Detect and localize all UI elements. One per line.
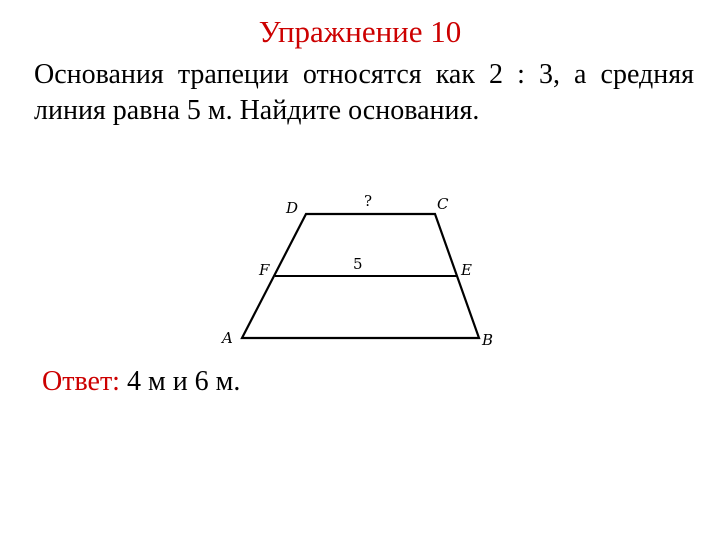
- answer-value: 4 м и 6 м.: [119, 366, 241, 397]
- vertex-label-b: B: [481, 331, 493, 349]
- vertex-label-c: C: [437, 195, 449, 213]
- answer-label: Ответ:: [42, 366, 120, 397]
- midline-length-label: 5: [353, 255, 363, 273]
- slide-title: Упражнение 10: [258, 14, 462, 49]
- top-base-unknown-label: ?: [364, 192, 372, 210]
- answer: Ответ: 4 м и 6 м.: [42, 365, 240, 399]
- trapezoid-outline: [240, 212, 481, 340]
- problem-statement: Основания трапеции относятся как 2 : 3, …: [34, 59, 694, 126]
- vertex-label-d: D: [285, 199, 298, 217]
- vertex-label-e: E: [460, 261, 472, 279]
- vertex-label-f: F: [258, 261, 270, 279]
- vertex-label-a: A: [220, 329, 233, 347]
